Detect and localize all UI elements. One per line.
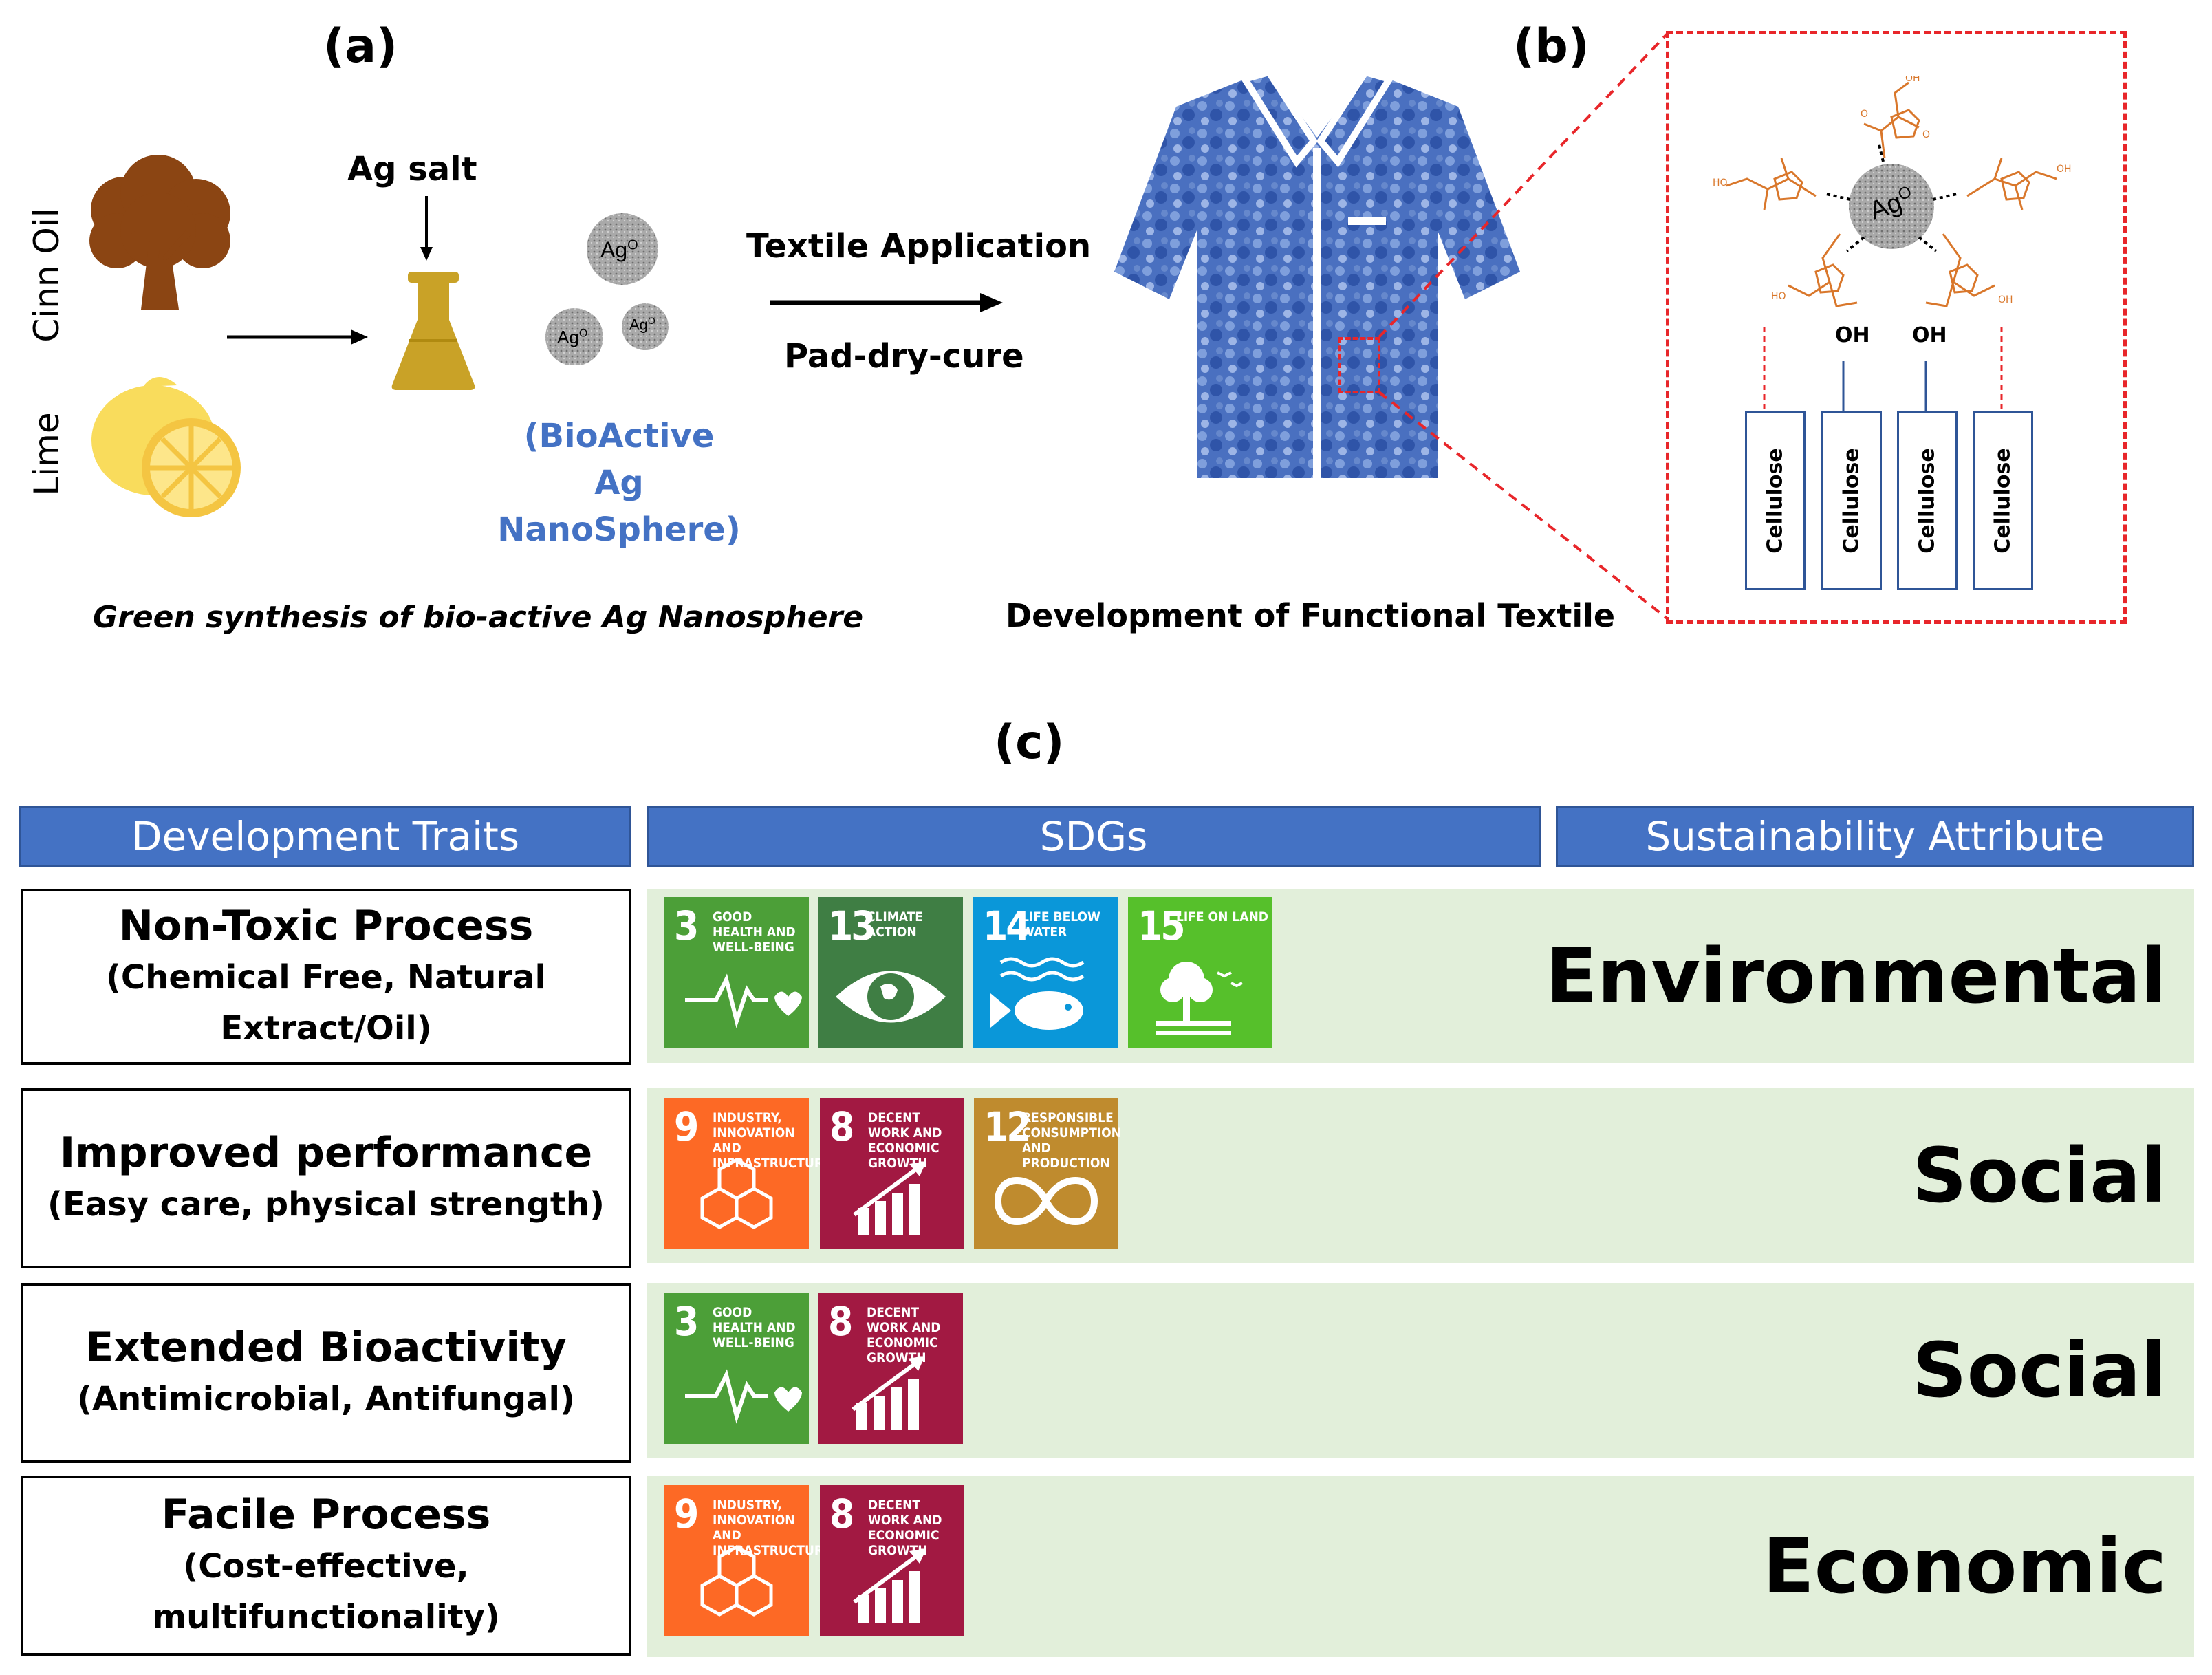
svg-text:HO: HO <box>1771 291 1786 302</box>
panel-b-label: (b) <box>1513 19 1590 74</box>
shirt-icon <box>1114 72 1520 478</box>
sdg-row-2: 9Industry, Innovation and Infrastructure… <box>647 1088 2194 1263</box>
lime-label: Lime <box>27 412 67 496</box>
flask-icon <box>391 272 475 390</box>
sdg-3-tile: 3Good Health and Well-Being <box>664 1293 809 1444</box>
svg-text:OH: OH <box>1998 294 2013 305</box>
fish-icon <box>990 957 1085 1030</box>
pad-dry-cure-label: Pad-dry-cure <box>784 337 1024 376</box>
zoom-detail-box <box>1666 31 2127 624</box>
svg-text:HO: HO <box>1713 177 1728 188</box>
sdg-12-tile: 12Responsible Consumption and Production <box>974 1098 1121 1249</box>
sdg-8-tile: 8Decent Work and Economic Growth <box>820 1098 964 1249</box>
functional-textile-caption: Development of Functional Textile <box>1006 597 1616 634</box>
ag-particle-label-3: AgO <box>629 315 655 334</box>
sdg-row-4: 9Industry, Innovation and Infrastructure… <box>647 1476 2194 1657</box>
oh-label-1: OH <box>1835 323 1870 347</box>
textile-application-label: Textile Application <box>746 227 1092 266</box>
growth-chart-icon <box>853 1161 926 1235</box>
cubes-icon <box>700 1545 773 1617</box>
trait-extended-bioactivity: Extended Bioactivity (Antimicrobial, Ant… <box>21 1283 631 1463</box>
header-sustainability-attribute: Sustainability Attribute <box>1556 806 2194 867</box>
attribute-social-1: Social <box>1912 1132 2167 1220</box>
svg-text:OH: OH <box>2057 164 2072 175</box>
zoom-region <box>1338 337 1380 393</box>
header-sdgs: SDGs <box>647 806 1541 867</box>
heartbeat-icon <box>685 973 802 1028</box>
cellulose-strand-1: Cellulose <box>1745 411 1806 590</box>
ag-particles <box>545 213 669 365</box>
sdg-9-tile: 9Industry, Innovation and Infrastructure <box>664 1485 832 1636</box>
infinity-icon <box>994 1177 1098 1225</box>
sdg-row-1: 3Good Health and Well-Being 13Climate Ac… <box>647 889 2194 1063</box>
attribute-economic: Economic <box>1762 1522 2167 1610</box>
sdg-row-3: 3Good Health and Well-Being 8Decent Work… <box>647 1283 2194 1458</box>
cellulose-strand-3: Cellulose <box>1897 411 1958 590</box>
sdg-8-tile: 8Decent Work and Economic Growth <box>818 1293 963 1444</box>
trait-non-toxic-process: Non-Toxic Process (Chemical Free, Natura… <box>21 889 631 1065</box>
cellulose-strand-2: Cellulose <box>1821 411 1882 590</box>
zoom-lines <box>1378 32 1669 620</box>
eye-globe-icon <box>836 971 946 1023</box>
sdg-9-tile: 9Industry, Innovation and Infrastructure <box>664 1098 832 1249</box>
lemon-icon <box>91 376 241 517</box>
growth-chart-icon <box>852 1356 925 1430</box>
cubes-icon <box>700 1158 773 1229</box>
arrow-to-flask <box>227 329 368 345</box>
cinn-oil-label-wrap: Cinn Oil <box>26 206 67 344</box>
svg-text:O: O <box>1861 109 1868 120</box>
tree-icon <box>1156 962 1243 1035</box>
textile-application-arrow <box>770 293 1003 312</box>
growth-chart-icon <box>853 1548 926 1623</box>
sdg-14-tile: 14Life Below Water <box>973 897 1118 1048</box>
panel-c-label: (c) <box>994 715 1065 770</box>
sdg-8-tile: 8Decent Work and Economic Growth <box>820 1485 964 1636</box>
attribute-social-2: Social <box>1912 1326 2167 1414</box>
ag-particle-label-1: AgO <box>600 237 638 262</box>
heartbeat-icon <box>685 1369 802 1424</box>
lime-label-wrap: Lime <box>26 399 67 509</box>
trait-facile-process: Facile Process (Cost-effective, multifun… <box>21 1476 631 1656</box>
sdg-15-tile: 15Life On Land <box>1128 897 1272 1048</box>
sdg-3-tile: 3Good Health and Well-Being <box>664 897 809 1048</box>
bond-lines <box>1763 327 2003 411</box>
cellulose-strand-4: Cellulose <box>1973 411 2033 590</box>
sdg-13-tile: 13Climate Action <box>818 897 963 1048</box>
header-development-traits: Development Traits <box>19 806 631 867</box>
tree-icon <box>89 155 230 310</box>
ag-salt-arrow <box>420 196 433 261</box>
green-synthesis-caption: Green synthesis of bio-active Ag Nanosph… <box>93 600 864 635</box>
ag-molecule-diagram: OH HO OH HO OH O O <box>1713 76 2072 307</box>
ag-particle-label-2: AgO <box>557 327 588 347</box>
panel-a-label: (a) <box>323 19 398 74</box>
cinn-oil-label: Cinn Oil <box>27 208 67 343</box>
bioactive-label: (BioActive Ag NanoSphere) <box>497 417 741 549</box>
svg-text:OH: OH <box>1905 76 1920 84</box>
oh-label-2: OH <box>1912 323 1947 347</box>
svg-text:O: O <box>1922 129 1930 140</box>
trait-improved-performance: Improved performance (Easy care, physica… <box>21 1088 631 1268</box>
attribute-environmental: Environmental <box>1545 932 2167 1020</box>
ag-salt-label: Ag salt <box>347 150 477 188</box>
